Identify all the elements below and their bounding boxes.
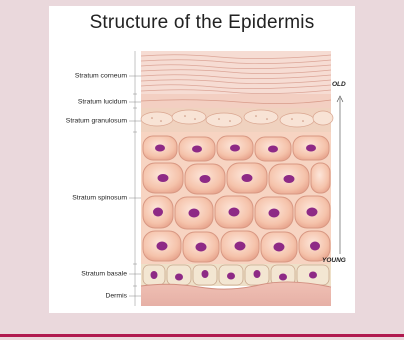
corneum-layer: [141, 51, 331, 94]
label-stratum-lucidum: Stratum lucidum: [49, 99, 127, 106]
spinosum-layer: [141, 132, 331, 264]
label-brackets: [133, 51, 137, 306]
footer-accent-rule: [0, 334, 404, 337]
granulosum-layer: [141, 108, 333, 132]
label-stratum-granulosum: Stratum granulosum: [49, 118, 127, 125]
age-arrow: [337, 96, 343, 254]
lucidum-layer: [141, 94, 331, 108]
epidermis-illustration: [49, 6, 355, 313]
age-young-label: YOUNG: [322, 257, 346, 264]
age-old-label: OLD: [332, 81, 346, 88]
diagram-card: Structure of the Epidermis: [49, 6, 355, 313]
label-stratum-corneum: Stratum corneum: [49, 73, 127, 80]
label-stratum-basale: Stratum basale: [49, 271, 127, 278]
label-stratum-spinosum: Stratum spinosum: [49, 195, 127, 202]
label-dermis: Dermis: [49, 293, 127, 300]
